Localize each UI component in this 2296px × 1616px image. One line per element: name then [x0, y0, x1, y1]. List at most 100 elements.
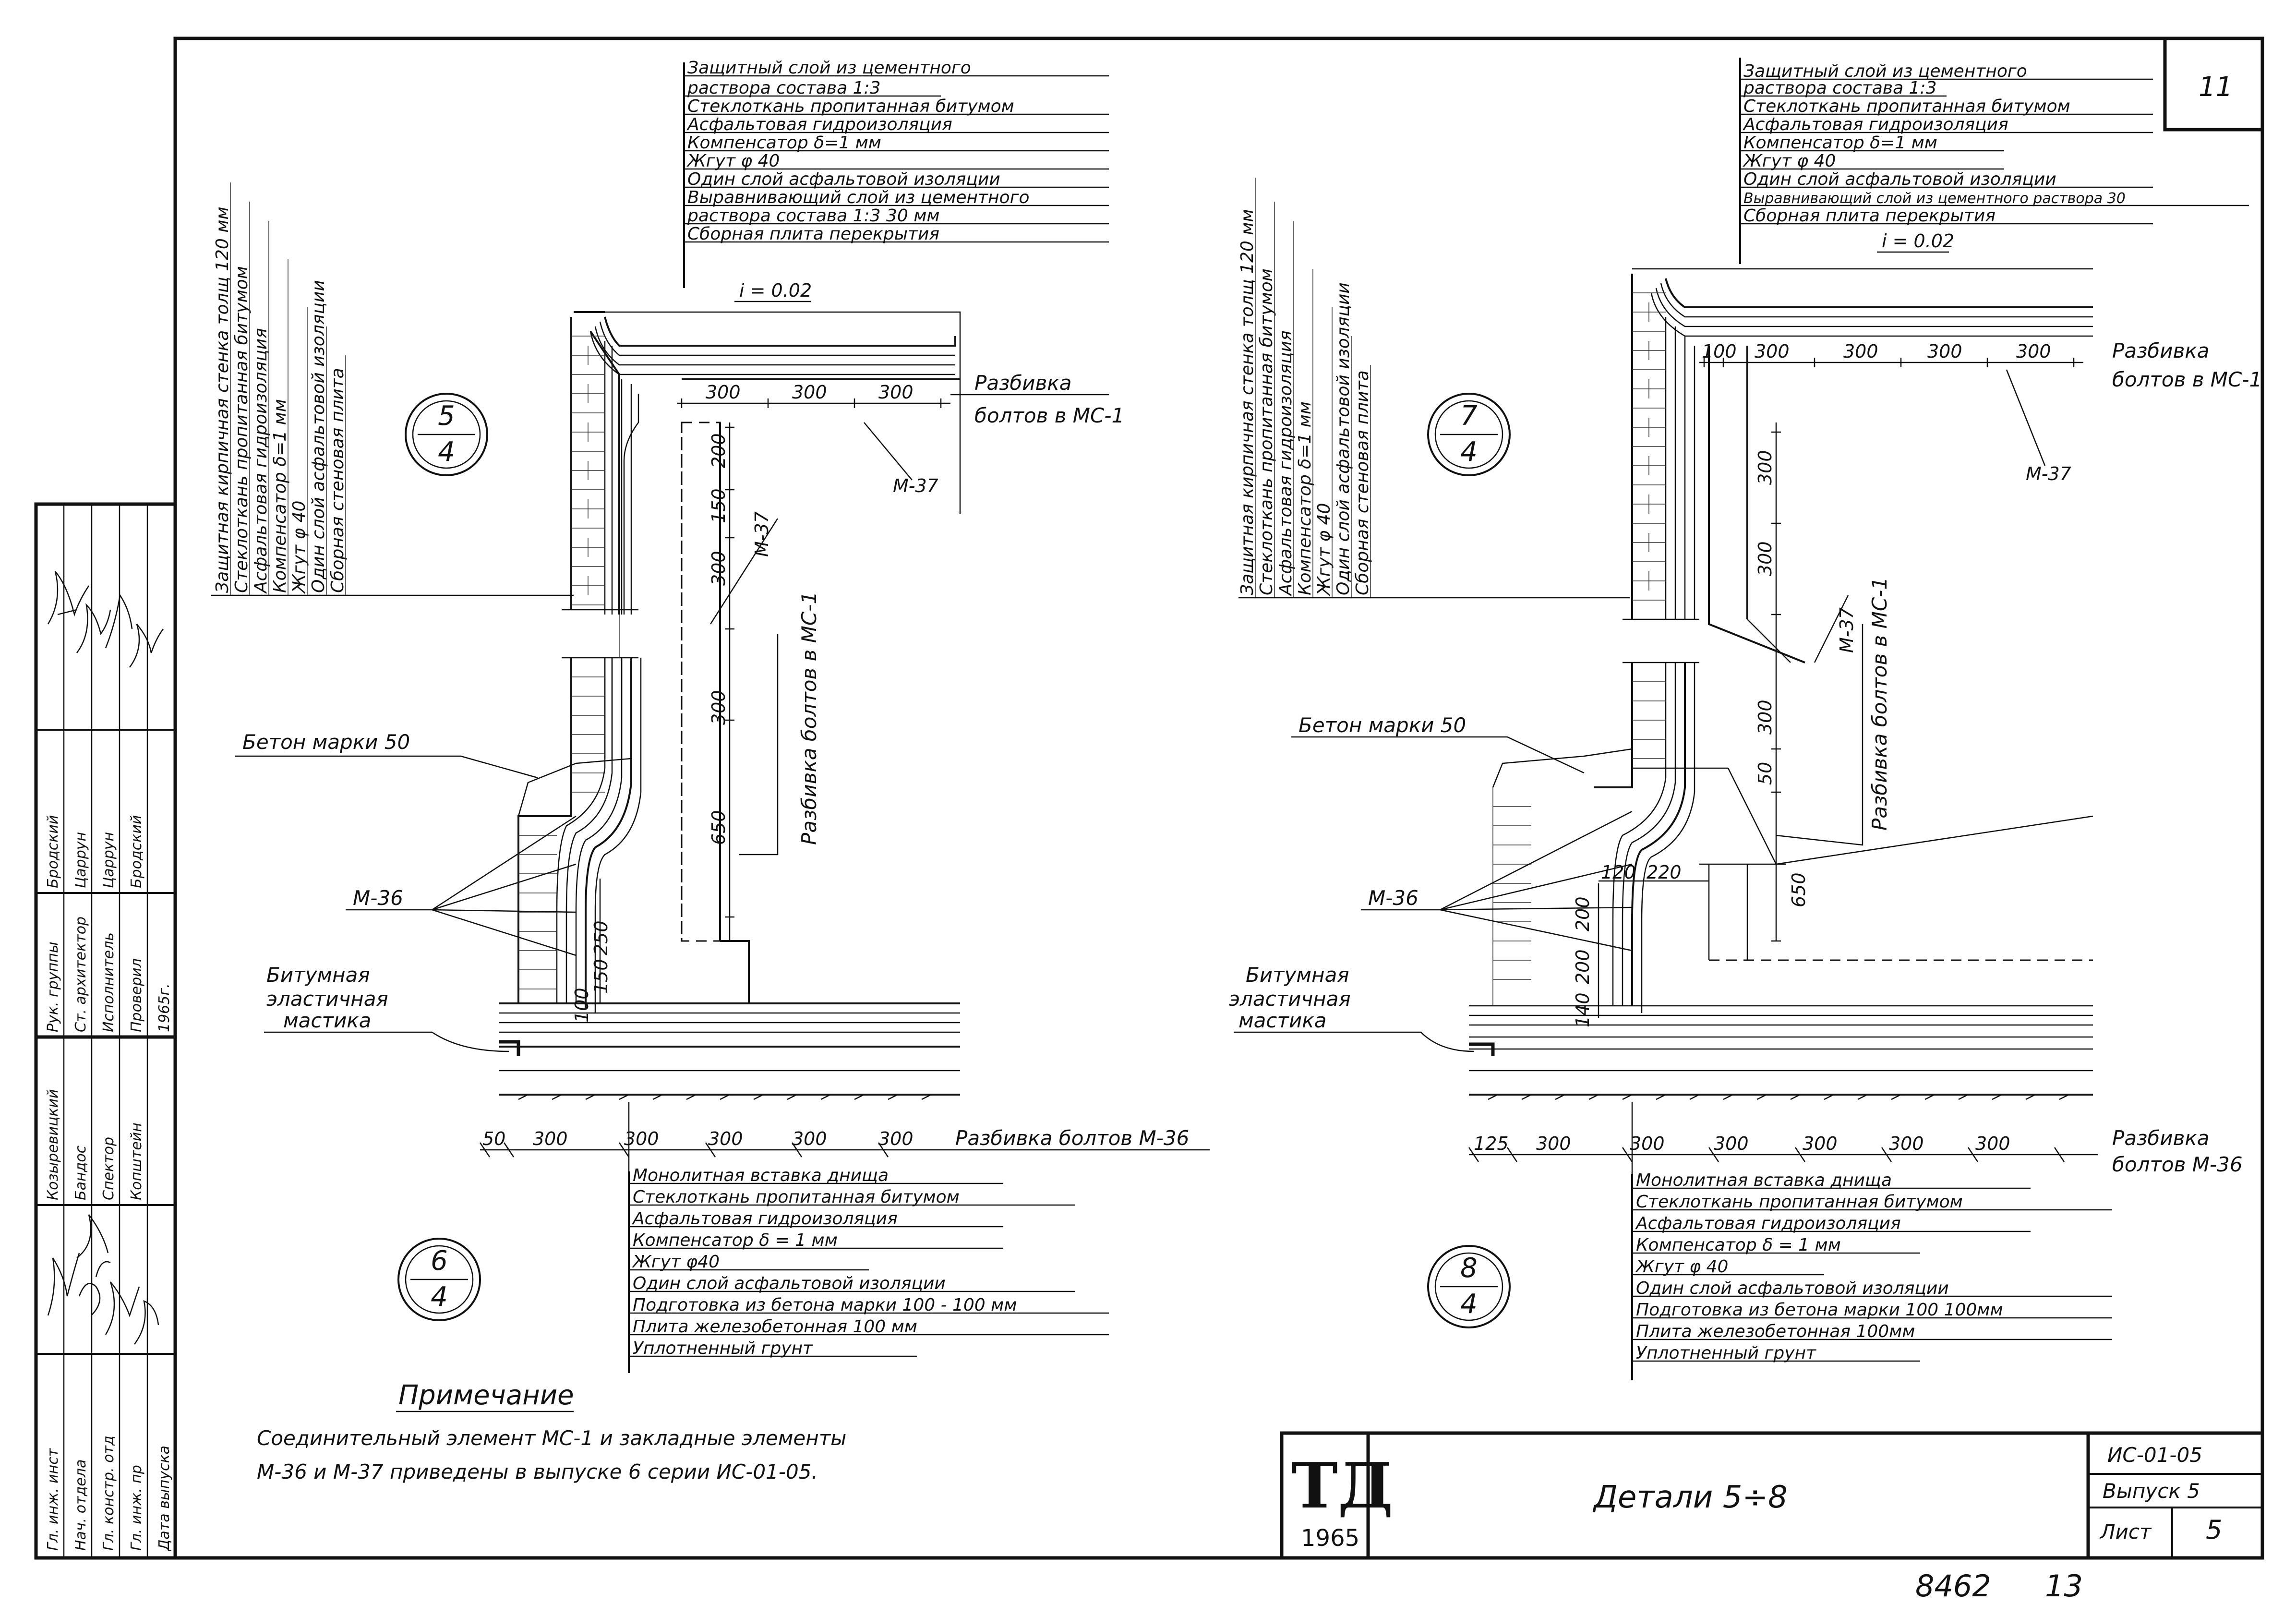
logo-year: 1965 [1301, 1525, 1359, 1552]
d7-side-dim-5: 650 [1788, 872, 1809, 907]
d8-floor-layer-7: Подготовка из бетона марки 100 100мм [1636, 1300, 2003, 1320]
issue-number: Выпуск 5 [2103, 1479, 2200, 1503]
stamp-role-9: Проверил [128, 958, 145, 1032]
d7-top-dim-4: 300 [1927, 341, 1962, 362]
sheet-number: 11 [2199, 72, 2233, 103]
series-code: ИС-01-05 [2107, 1443, 2202, 1467]
d8-bottom-dims: 125 300 300 300 300 300 300 Разбивка бол… [1468, 1102, 2243, 1176]
d7-roof-layer-2: раствора состава 1:3 [1743, 78, 1937, 98]
title-block: ТД 1965 Детали 5÷8 ИС-01-05 Выпуск 5 Лис… [1280, 1431, 2264, 1560]
d7-wall-layer-6: Один слой асфальтовой изоляции [1334, 282, 1353, 595]
d5-wall-layer-4: Компенсатор δ=1 мм [270, 399, 290, 593]
d7-wall-layer-3: Асфальтовая гидроизоляция [1276, 330, 1296, 596]
d7-low-dim-2: 220 [1647, 862, 1682, 883]
d5-wall-layer-5: Жгут φ 40 [289, 501, 309, 594]
d7-low-dim-5: 140 [1572, 992, 1593, 1027]
d5-roof-layer-2: раствора состава 1:3 [687, 78, 881, 98]
d5-m36: М-36 [353, 886, 403, 910]
archive-number-value: 8462 [1915, 1568, 1991, 1604]
d7-side-bolts: Разбивка болтов в МС-1 [1868, 577, 1891, 831]
d5-callouts: Бетон марки 50 М-36 Битумная эластичная … [235, 730, 612, 1052]
stamp-role-7: Ст. архитектор [72, 917, 89, 1032]
d5-structure [499, 311, 961, 1100]
d5-top-bolts-1: Разбивка [974, 371, 1071, 395]
sheet-title: Детали 5÷8 [1592, 1480, 1788, 1515]
d5-roof-layer-9: раствора состава 1:3 30 мм [687, 206, 940, 226]
d7-m37: М-37 [2026, 463, 2071, 484]
d6-mark-num: 6 [431, 1245, 448, 1277]
stamp-role-8: Исполнитель [100, 932, 117, 1032]
d7-callouts: Бетон марки 50 М-36 Битумная эластичная … [1229, 713, 1709, 1052]
d8-floor-layer-9: Уплотненный грунт [1636, 1343, 1816, 1363]
d5-low-dim-2: 150 [590, 959, 612, 994]
stamp-name-7: Царрун [100, 832, 117, 888]
d8-floor-layer-6: Один слой асфальтовой изоляции [1636, 1278, 1949, 1298]
d8-floor-layer-2: Стеклоткань пропитанная битумом [1636, 1192, 1963, 1212]
d5-mark-num: 5 [438, 400, 455, 432]
d8-dim-1: 125 [1474, 1133, 1509, 1154]
stamp-name-8: Бродский [128, 815, 145, 888]
d7-roof-layer-6: Жгут φ 40 [1743, 151, 1836, 171]
d8-mark-num: 8 [1460, 1253, 1478, 1284]
d7-low-dim-4: 200 [1572, 949, 1593, 984]
d8-floor-layer-3: Асфальтовая гидроизоляция [1635, 1214, 1901, 1233]
d7-wall-layer-7: Сборная стеновая плита [1353, 370, 1372, 595]
d6-dim-3: 300 [624, 1128, 659, 1149]
d6-floor-layer-2: Стеклоткань пропитанная битумом [633, 1187, 960, 1207]
d5-roof-layer-6: Жгут φ 40 [686, 151, 780, 171]
detail-6: 50 300 300 300 300 300 Разбивка болтов М… [397, 1102, 1210, 1373]
stamp-name-5: Бродский [45, 815, 61, 888]
detail-5-wall-layers: Защитная кирпичная стенка толщ 120 мм Ст… [211, 182, 574, 596]
d7-slope: i = 0.02 [1877, 230, 1954, 253]
d5-wall-layer-7: Сборная стеновая плита [328, 368, 348, 593]
detail-5: Защитный слой из цементного раствора сос… [211, 58, 1124, 1100]
d6-floor-layer-4: Компенсатор δ = 1 мм [633, 1230, 838, 1250]
d7-top-dim-3: 300 [1843, 341, 1878, 362]
stamp-role-6: Рук. группы [45, 941, 61, 1032]
d7-top-dims: 100 300 300 300 300 Разбивка болтов в МС… [1699, 339, 2262, 484]
d6-dim-2: 300 [533, 1128, 568, 1149]
detail-7: Защитный слой из цементного раствора сос… [1229, 58, 2262, 1100]
d7-roof-layer-1: Защитный слой из цементного [1743, 61, 2027, 81]
d7-structure [1469, 268, 2093, 1100]
d7-low-dim-3: 200 [1572, 896, 1593, 931]
d5-mastic-3: мастика [283, 1009, 371, 1032]
d7-top-dim-5: 300 [2016, 341, 2051, 362]
d8-bottom-bolts-1: Разбивка [2112, 1126, 2209, 1150]
d7-wall-layer-4: Компенсатор δ=1 мм [1295, 401, 1315, 595]
d8-floor-layer-4: Компенсатор δ = 1 мм [1636, 1235, 1841, 1255]
d8-floor-layer-1: Монолитная вставка днища [1636, 1170, 1892, 1190]
d5-roof-layer-4: Асфальтовая гидроизоляция [686, 115, 952, 134]
archive-number: 8462 13 [1915, 1568, 2083, 1604]
d5-low-dim-1: 250 [590, 920, 612, 955]
d5-wall-layer-6: Один слой асфальтовой изоляции [309, 280, 328, 593]
logo: ТД 1965 [1291, 1449, 1393, 1552]
d7-m36: М-36 [1368, 886, 1418, 910]
d7-roof-layer-5: Компенсатор δ=1 мм [1743, 133, 1937, 153]
d7-roof-layer-4: Асфальтовая гидроизоляция [1743, 115, 2008, 134]
d7-mark-num: 7 [1460, 400, 1478, 432]
d6-floor-layer-8: Плита железобетонная 100 мм [633, 1317, 917, 1337]
d7-roof-layer-8: Выравнивающий слой из цементного раствор… [1743, 190, 2126, 207]
d7-side-dim-1: 300 [1755, 450, 1776, 485]
d5-top-dim-2: 300 [792, 382, 827, 403]
d5-top-dims: 300 300 300 Разбивка болтов в МС-1 М-37 [677, 371, 1124, 496]
sheet-value: 5 [2206, 1515, 2222, 1545]
d7-concrete: Бетон марки 50 [1298, 713, 1466, 737]
stamp-name-3: Спектор [100, 1137, 117, 1200]
d8-dim-3: 300 [1630, 1133, 1665, 1154]
d7-side-dim-4: 50 [1755, 762, 1776, 785]
d7-mastic-2: эластичная [1229, 987, 1351, 1011]
d6-mark-den: 4 [431, 1281, 448, 1313]
d6-floor-layer-1: Монолитная вставка днища [633, 1166, 889, 1185]
d6-dim-4: 300 [708, 1128, 743, 1149]
stamp-name-4: Копштейн [128, 1122, 145, 1200]
d5-wall-layer-3: Асфальтовая гидроизоляция [251, 328, 271, 594]
d7-mastic-3: мастика [1238, 1009, 1326, 1032]
note-line-1: Соединительный элемент МС-1 и закладные … [257, 1426, 846, 1450]
note-line-2: М-36 и М-37 приведены в выпуске 6 серии … [257, 1460, 818, 1483]
d6-floor-layer-3: Асфальтовая гидроизоляция [632, 1209, 898, 1229]
sheet-number-box: 11 [2163, 38, 2262, 132]
d5-top-dim-1: 300 [706, 382, 741, 403]
